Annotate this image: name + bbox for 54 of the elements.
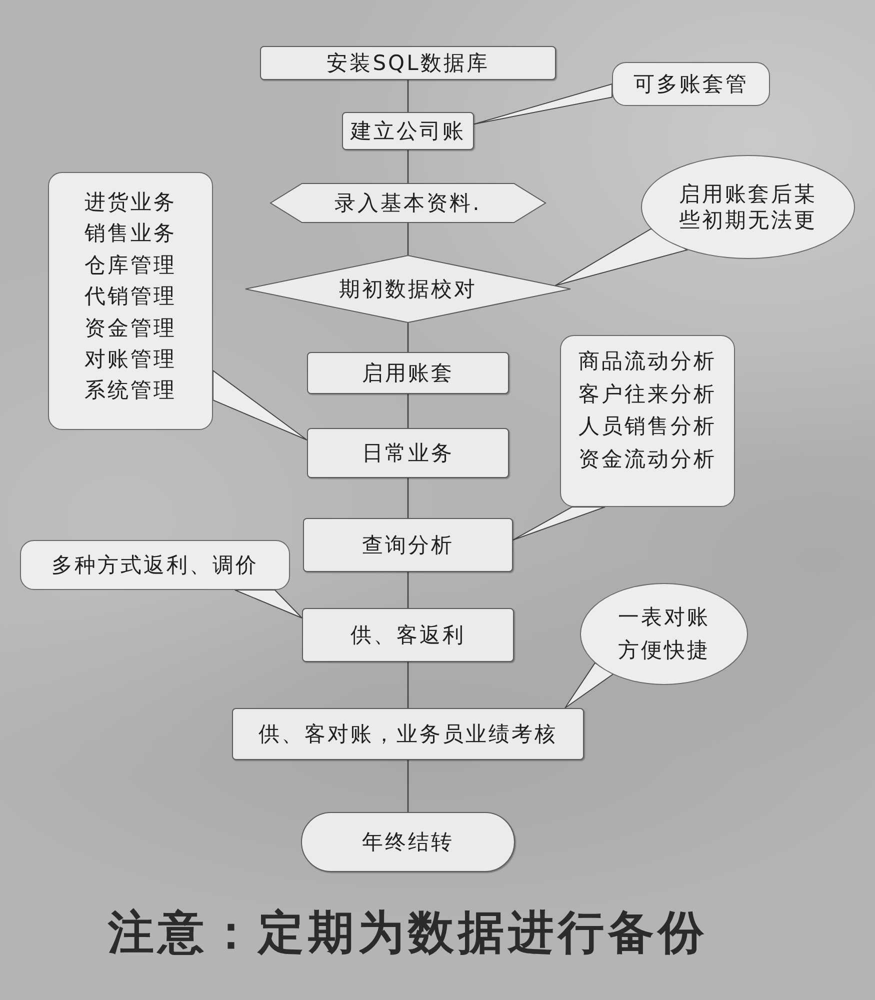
callout-item: 客户往来分析 xyxy=(578,380,716,408)
callout-pointer xyxy=(212,370,308,440)
step-label: 安装SQL数据库 xyxy=(326,50,490,76)
note-text: 注意：定期为数据进行备份 xyxy=(108,904,708,961)
step-label: 日常业务 xyxy=(362,440,454,466)
process-box xyxy=(260,46,556,80)
process-box xyxy=(302,608,514,662)
step-label: 供、客对账，业务员业绩考核 xyxy=(258,720,558,748)
connector-line xyxy=(407,80,409,112)
callout-text: 启用账套后某些初期无法更 xyxy=(678,180,818,234)
speech-bubble xyxy=(612,62,770,106)
step-label: 查询分析 xyxy=(362,532,454,558)
connector-line xyxy=(407,572,409,608)
callout-item: 资金管理 xyxy=(84,314,176,342)
process-box xyxy=(232,708,584,760)
callout-item: 对账管理 xyxy=(84,346,176,374)
speech-bubble xyxy=(560,335,735,507)
callout-item: 人员销售分析 xyxy=(578,413,716,440)
callout-item: 商品流动分析 xyxy=(578,348,716,375)
connector-line xyxy=(407,760,409,812)
end-terminal xyxy=(301,812,515,872)
callout-item: 代销管理 xyxy=(84,283,176,310)
callout-item: 仓库管理 xyxy=(84,252,176,279)
step-label: 启用账套 xyxy=(362,360,454,386)
connector-line xyxy=(407,394,409,428)
step-label: 期初数据校对 xyxy=(339,276,477,302)
callout-item: 一表对账 xyxy=(618,604,710,631)
process-box xyxy=(303,518,513,572)
callout-item: 进货业务 xyxy=(84,189,176,216)
callout-text: 多种方式返利、调价 xyxy=(52,552,258,578)
step-label: 年终结转 xyxy=(362,828,454,856)
process-box xyxy=(342,112,474,150)
callout-pointer xyxy=(554,228,688,286)
step-label: 建立公司账 xyxy=(350,118,466,144)
callout-pointer xyxy=(474,83,612,125)
connector-line xyxy=(407,150,409,183)
step-label: 录入基本资料. xyxy=(334,190,482,216)
callout-item: 方便快捷 xyxy=(618,637,710,664)
process-box xyxy=(307,428,509,478)
callout-item: 系统管理 xyxy=(84,377,176,404)
connector-line xyxy=(407,662,409,708)
speech-bubble xyxy=(48,172,213,430)
step-label: 供、客返利 xyxy=(350,622,466,648)
callout-pointer xyxy=(512,506,606,540)
connector-line xyxy=(407,478,409,518)
callout-text: 可多账套管 xyxy=(634,70,748,98)
callout-pointer xyxy=(234,590,302,618)
decision-diamond xyxy=(245,255,571,323)
callout-item: 销售业务 xyxy=(84,220,176,248)
callout-pointer xyxy=(564,662,615,708)
connector-line xyxy=(407,323,409,352)
callout-item: 资金流动分析 xyxy=(578,446,716,474)
process-box xyxy=(307,352,509,394)
connector-line xyxy=(407,223,409,255)
